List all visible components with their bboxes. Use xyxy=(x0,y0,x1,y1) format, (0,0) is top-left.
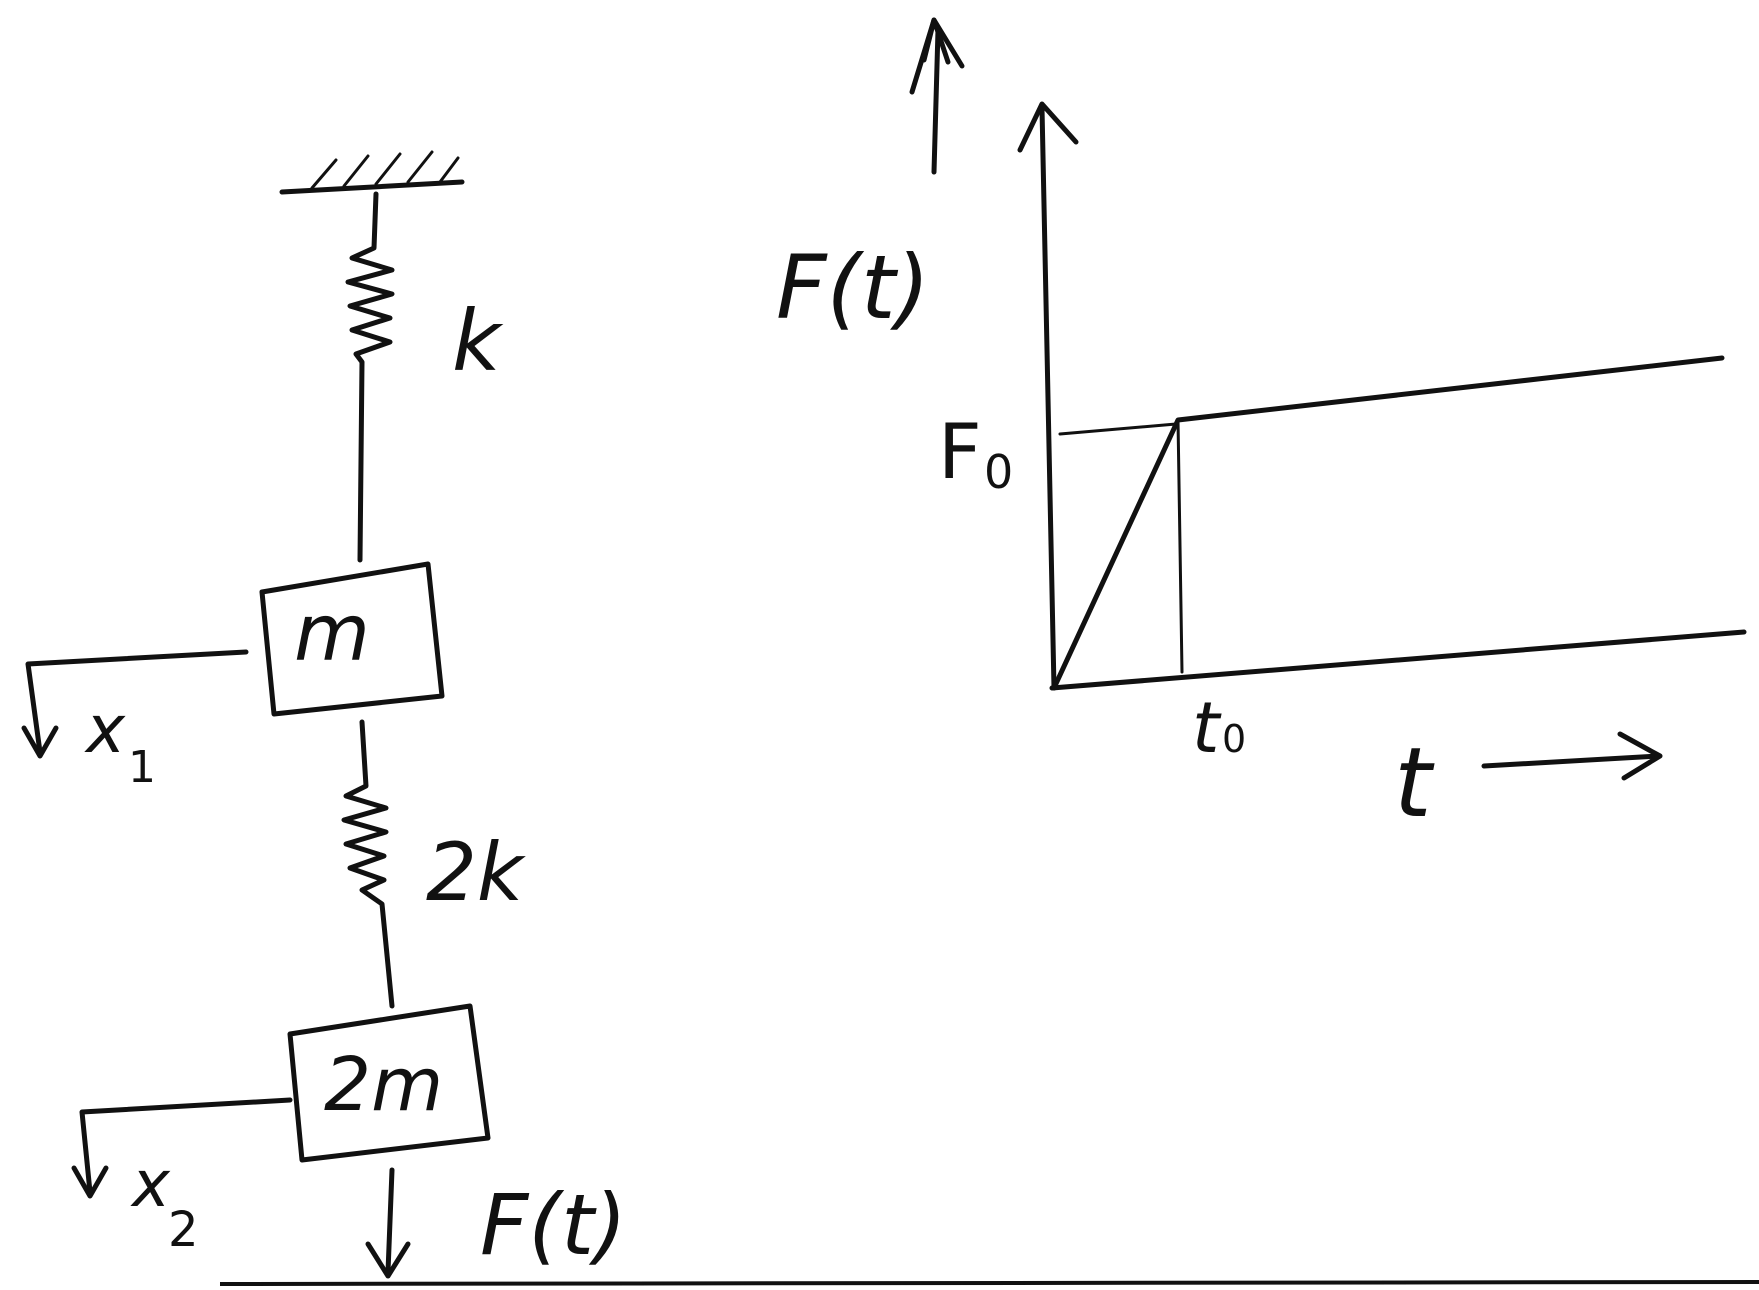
graph-y-axis-label: F(t) xyxy=(776,236,930,339)
graph-y-tick-symbol: F xyxy=(938,407,982,496)
spring-bottom xyxy=(341,719,395,1009)
graph-y-axis xyxy=(1017,101,1079,691)
displacement-x2-symbol: x xyxy=(130,1148,171,1222)
graph-x-tick-symbol: t xyxy=(1192,687,1222,769)
graph-x-axis-label: t xyxy=(1394,727,1435,839)
force-time-graph: F(t) F 0 t 0 t xyxy=(776,17,1747,839)
graph-f0-level-line xyxy=(1058,422,1178,436)
graph-x-axis xyxy=(1049,629,1747,691)
spring-bottom-label: 2k xyxy=(426,826,526,919)
graph-x-tick-subscript: 0 xyxy=(1222,717,1246,761)
displacement-x2-indicator xyxy=(71,1097,293,1199)
page-bottom-edge xyxy=(219,1280,1759,1286)
graph-force-curve xyxy=(1051,355,1725,691)
graph-y-tick-subscript: 0 xyxy=(984,445,1013,499)
spring-mass-system: k m x 1 2k 2m x 2 xyxy=(21,150,627,1279)
graph-x-direction-arrow-icon xyxy=(1481,731,1663,781)
applied-force-label: F(t) xyxy=(480,1176,627,1274)
force-direction-up-arrow-icon xyxy=(909,17,965,175)
mass-bottom-label: 2m xyxy=(324,1042,443,1128)
spring-top-label: k xyxy=(452,292,504,390)
displacement-x1-symbol: x xyxy=(84,691,126,768)
spring-top xyxy=(345,191,395,563)
displacement-x2-subscript: 2 xyxy=(168,1202,199,1258)
force-arrow-icon xyxy=(365,1167,411,1279)
mass-top-box xyxy=(259,561,445,717)
hatched-ground-icon xyxy=(279,150,465,195)
graph-t0-vertical-line xyxy=(1176,418,1184,674)
displacement-x1-indicator xyxy=(21,649,249,759)
mass-top-label: m xyxy=(294,589,370,679)
displacement-x1-subscript: 1 xyxy=(128,742,156,793)
mass-bottom-box xyxy=(287,1003,491,1163)
